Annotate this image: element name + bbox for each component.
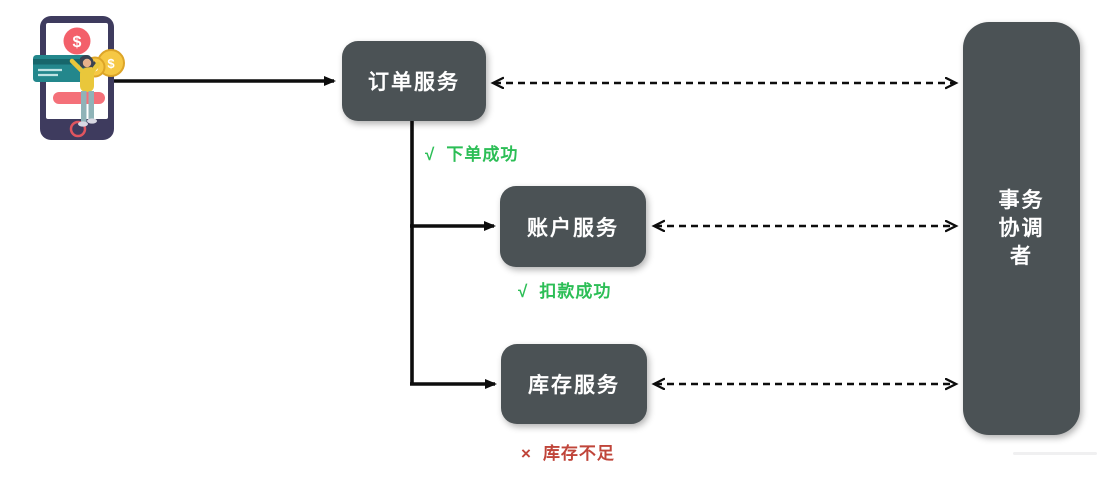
node-coordinator-label: 事务协调者 [998,188,1045,268]
stray-divider-line [1013,452,1097,455]
pay-button [53,92,105,104]
node-inventory-service: 库存服务 [501,344,647,424]
svg-text:$: $ [73,34,82,51]
mobile-payment-illustration: $ $ $ [33,16,125,140]
check-mark-icon: √ [425,145,436,164]
node-order-service: 订单服务 [342,41,486,121]
svg-text:$: $ [107,56,115,71]
status-account-text: 扣款成功 [539,282,612,301]
node-transaction-coordinator: 事务协调者 [963,22,1080,435]
credit-card-icon [33,55,91,82]
node-account-service: 账户服务 [500,186,646,267]
status-order-success: √ 下单成功 [425,140,518,165]
person-figure-icon [69,55,101,127]
node-account-label: 账户服务 [527,216,619,240]
status-order-text: 下单成功 [446,145,519,164]
check-mark-icon: √ [518,282,529,301]
node-order-label: 订单服务 [368,71,460,94]
status-inventory-failure: × 库存不足 [521,439,615,464]
status-account-success: √ 扣款成功 [518,277,611,302]
cross-mark-icon: × [521,444,532,463]
status-inventory-text: 库存不足 [542,444,615,463]
node-inventory-label: 库存服务 [528,374,620,397]
dollar-coin-icon: $ [63,27,91,55]
